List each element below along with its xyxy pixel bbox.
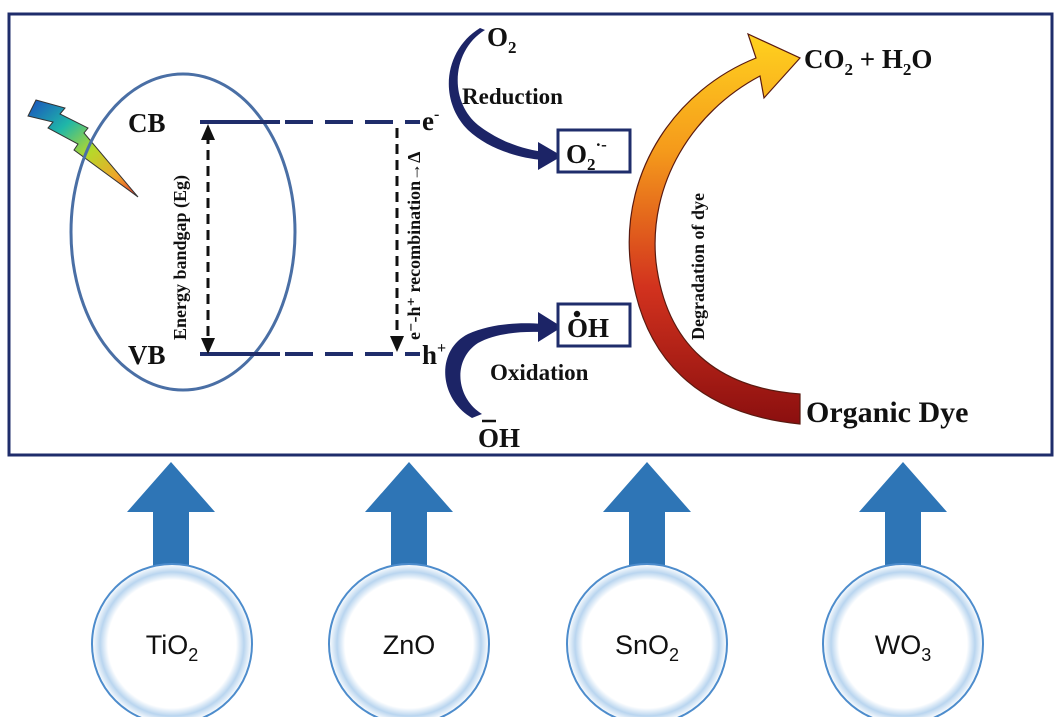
semiconductor-ellipse bbox=[69, 72, 297, 392]
material-label-zno: ZnO bbox=[383, 630, 436, 660]
bandgap-arrow-head-down bbox=[201, 338, 215, 354]
hydroxyl-product: OH bbox=[567, 313, 609, 343]
material-arrow-3 bbox=[603, 462, 691, 570]
superoxide-product: O2·- bbox=[566, 135, 607, 174]
material-circle-sno2 bbox=[566, 563, 728, 717]
oxidation-arrow-head bbox=[538, 312, 562, 342]
radical-dot bbox=[573, 310, 581, 318]
degradation-label: Degradation of dye bbox=[688, 193, 708, 340]
material-label-sno2: SnO2 bbox=[615, 630, 679, 665]
oxidation-label: Oxidation bbox=[490, 360, 589, 385]
cb-label: CB bbox=[128, 108, 166, 138]
hydroxide-reactant: OH bbox=[478, 423, 520, 453]
material-label-wo3: WO3 bbox=[875, 630, 932, 665]
light-bolt-icon bbox=[27, 99, 139, 198]
oxygen-reactant: O2 bbox=[487, 22, 517, 57]
reduction-arrow bbox=[448, 28, 545, 160]
material-arrow-2 bbox=[365, 462, 453, 570]
electron-label: e- bbox=[422, 106, 439, 136]
material-circle-tio2 bbox=[91, 563, 253, 717]
material-circle-zno bbox=[328, 563, 490, 717]
hydroxyl-box bbox=[556, 302, 632, 348]
diagram-frame bbox=[7, 12, 1054, 457]
bandgap-arrow-head-up bbox=[201, 124, 215, 140]
oxidation-arrow bbox=[445, 323, 542, 418]
superoxide-box bbox=[556, 128, 632, 174]
hole-label: h+ bbox=[422, 340, 446, 370]
material-arrows bbox=[127, 462, 947, 570]
reduction-label: Reduction bbox=[462, 84, 563, 109]
vb-label: VB bbox=[128, 340, 166, 370]
material-arrow-4 bbox=[859, 462, 947, 570]
material-arrow-1 bbox=[127, 462, 215, 570]
material-circle-wo3 bbox=[822, 563, 984, 717]
energy-bandgap-label: Energy bandgap (Eg) bbox=[170, 175, 191, 340]
reduction-arrow-head bbox=[538, 142, 562, 170]
degradation-arrow bbox=[628, 32, 801, 425]
material-label-tio2: TiO2 bbox=[146, 630, 199, 665]
degradation-products: CO2 + H2O bbox=[804, 44, 932, 79]
recombination-arrow-head bbox=[390, 336, 404, 352]
material-circles: TiO2 ZnO SnO2 WO3 bbox=[91, 563, 984, 717]
recombination-label: e⁻-h⁺ recombination→Δ bbox=[404, 152, 424, 340]
organic-dye-label: Organic Dye bbox=[806, 396, 968, 429]
